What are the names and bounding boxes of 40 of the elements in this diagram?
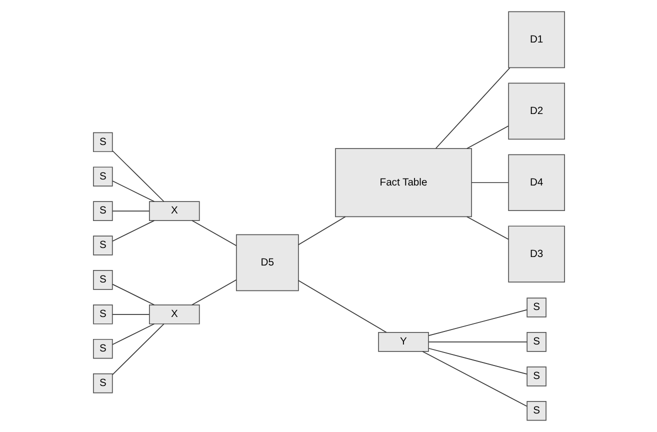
connector xyxy=(112,324,164,375)
connector xyxy=(470,182,508,184)
node-box: X xyxy=(148,201,200,221)
connector xyxy=(112,324,154,345)
node-box: S xyxy=(92,236,112,256)
node-box: S xyxy=(526,366,546,386)
node-box: S xyxy=(92,270,112,290)
node-box: Y xyxy=(378,332,428,352)
node-box: S xyxy=(92,338,112,359)
node-box: S xyxy=(526,400,546,421)
node-box: Fact Table xyxy=(334,148,472,218)
connector xyxy=(112,180,154,202)
node-box: S xyxy=(92,201,112,221)
node-box: D2 xyxy=(508,82,564,140)
node-box: S xyxy=(92,166,112,186)
connector xyxy=(112,210,150,212)
connector xyxy=(112,150,164,202)
connector xyxy=(434,67,510,149)
node-box: S xyxy=(92,304,112,324)
node-box: S xyxy=(526,332,546,352)
node-box: S xyxy=(526,298,546,318)
connector xyxy=(422,351,527,407)
connector xyxy=(298,216,346,246)
connector xyxy=(112,314,150,315)
node-box: D4 xyxy=(508,154,564,212)
connector xyxy=(466,216,508,240)
connector xyxy=(191,220,236,246)
connector xyxy=(191,279,236,306)
node-box: D5 xyxy=(235,234,298,292)
connector xyxy=(428,348,527,375)
node-box: X xyxy=(148,304,200,324)
node-box: S xyxy=(92,373,112,394)
node-box: D1 xyxy=(508,11,564,68)
node-box: D3 xyxy=(508,226,564,283)
connector xyxy=(428,309,527,336)
connector xyxy=(466,126,508,149)
connector xyxy=(112,284,154,306)
connector xyxy=(112,220,154,242)
connector xyxy=(298,280,386,333)
node-box: S xyxy=(92,132,112,152)
